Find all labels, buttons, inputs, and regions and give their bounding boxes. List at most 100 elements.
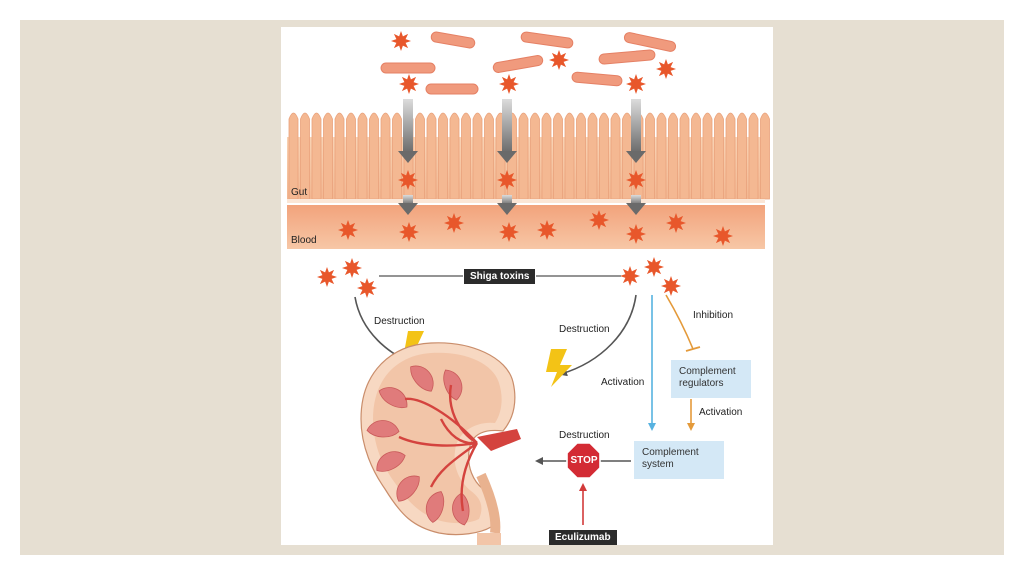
villus (691, 112, 701, 200)
villus (530, 112, 540, 200)
villus (288, 112, 299, 200)
blood-label: Blood (291, 235, 317, 246)
blood-band (287, 205, 765, 249)
toxin-star-icon (589, 210, 609, 230)
stop-sign-icon (566, 442, 601, 479)
toxin-star-icon (338, 220, 358, 240)
activation-label-blue: Activation (601, 377, 645, 388)
destruction-arrow-right (559, 294, 637, 377)
villus (323, 112, 333, 200)
villus (748, 112, 759, 200)
bacterium-icon (380, 62, 436, 74)
toxin-star-icon (499, 74, 519, 94)
villus (564, 112, 575, 200)
toxin-transport-arrows (398, 99, 646, 215)
villus (518, 112, 529, 200)
bacteria-group (380, 31, 677, 95)
destruction-label-right: Destruction (559, 324, 610, 335)
kidney-icon (360, 342, 521, 545)
kidney-pyramid (378, 387, 408, 409)
villus (369, 112, 379, 200)
toxin-star-icon (626, 74, 646, 94)
villus (300, 112, 310, 200)
toxin-stars (317, 31, 733, 298)
villus (334, 112, 345, 200)
villus (587, 112, 598, 200)
kidney-pyramid (376, 451, 406, 472)
gut-tissue (287, 112, 770, 203)
villus (599, 112, 609, 200)
toxin-star-icon (661, 276, 681, 296)
destruction-label-left: Destruction (374, 316, 425, 327)
villus (725, 112, 736, 200)
villus (472, 112, 483, 200)
shiga-toxins-label: Shiga toxins (464, 269, 536, 284)
villus (438, 112, 448, 200)
down-arrow-icon (398, 99, 418, 163)
toxin-star-icon (497, 170, 517, 190)
toxin-star-icon (626, 224, 646, 244)
villus (380, 112, 391, 200)
villus (541, 112, 552, 200)
toxin-star-icon (537, 220, 557, 240)
lightning-icon (546, 349, 572, 387)
toxin-star-icon (499, 222, 519, 242)
kidney-pyramid (443, 369, 463, 401)
bacterium-icon (598, 49, 656, 65)
villus (702, 112, 713, 200)
villus (392, 112, 402, 200)
villus (714, 112, 724, 200)
down-arrow-icon (626, 195, 646, 215)
villus (415, 112, 425, 200)
toxin-star-icon (666, 213, 686, 233)
toxin-star-icon (342, 258, 362, 278)
down-arrow-icon (398, 195, 418, 215)
kidney-pyramid (396, 475, 420, 502)
stop-sign-text: STOP (570, 455, 598, 466)
toxin-star-icon (317, 267, 337, 287)
toxin-star-icon (549, 50, 569, 70)
toxin-star-icon (644, 257, 664, 277)
bacterium-icon (430, 31, 476, 49)
toxin-star-icon (391, 31, 411, 51)
bacterium-icon (425, 83, 479, 95)
bacterium-icon (520, 31, 574, 49)
down-arrow-icon (497, 195, 517, 215)
villus (610, 112, 621, 200)
villus (576, 112, 586, 200)
toxin-star-icon (626, 170, 646, 190)
villus (346, 112, 356, 200)
toxin-star-icon (399, 74, 419, 94)
kidney-pyramid (366, 420, 400, 438)
villus (679, 112, 690, 200)
kidney-pyramid (410, 365, 434, 392)
villus (357, 112, 368, 200)
villus (737, 112, 747, 200)
toxin-star-icon (620, 266, 640, 286)
complement-regulators-box: Complement regulators (671, 360, 751, 398)
toxin-star-icon (444, 213, 464, 233)
toxin-star-icon (656, 59, 676, 79)
toxin-star-icon (713, 226, 733, 246)
gut-label: Gut (291, 187, 308, 198)
diagram-artwork (287, 31, 770, 545)
inhibition-bar (685, 346, 701, 352)
down-arrow-icon (497, 99, 517, 163)
villus (426, 112, 437, 200)
bacterium-icon (623, 32, 677, 52)
kidney-pyramid (425, 491, 445, 523)
villus (645, 112, 655, 200)
destruction-label-stop: Destruction (559, 430, 610, 441)
down-arrow-icon (626, 99, 646, 163)
toxin-star-icon (399, 222, 419, 242)
inhibition-label: Inhibition (693, 310, 734, 321)
bacterium-icon (571, 71, 623, 87)
complement-system-box: Complement system (634, 441, 724, 479)
toxin-star-icon (398, 170, 418, 190)
villus (484, 112, 494, 200)
inhibition-line (665, 294, 694, 350)
toxin-star-icon (357, 278, 377, 298)
villus (656, 112, 667, 200)
villus (553, 112, 563, 200)
bacterium-icon (492, 55, 544, 73)
